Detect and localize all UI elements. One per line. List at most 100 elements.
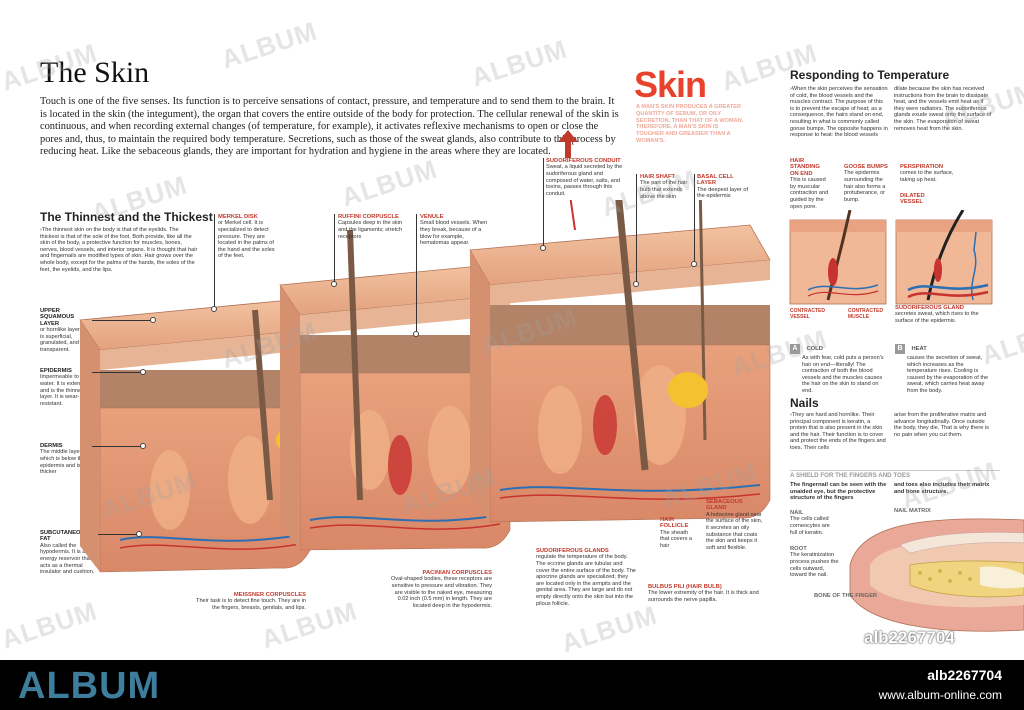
- nail-diagram: [849, 518, 1024, 632]
- temperature-title: Responding to Temperature: [790, 68, 950, 82]
- watermark: ALBUM: [467, 33, 571, 93]
- layer-label: DERMIS: [40, 443, 63, 449]
- marker-dot: [691, 261, 697, 267]
- label-text: The part of the hair bulb that extends a…: [640, 180, 688, 200]
- label-text: The sheath that covers a hair: [660, 529, 693, 549]
- marker-dot: [633, 281, 639, 287]
- panel-letter-b: B: [895, 344, 905, 354]
- label-hair-follicle: HAIR FOLLICLE The sheath that covers a h…: [660, 517, 698, 550]
- label-sudoriferous-gland-small: SUDORIFEROUS GLAND secretes sweat, which…: [895, 305, 991, 325]
- label-text: Capsules deep in the skin and the ligame…: [338, 220, 403, 240]
- label-title: HAIR SHAFT: [640, 174, 676, 180]
- skin-cross-section-illustration: [79, 200, 771, 573]
- label-text: A holocrine gland near the surface of th…: [706, 511, 763, 551]
- label-pacinian: PACINIAN CORPUSCLES Oval-shaped bodies, …: [384, 570, 492, 609]
- intro-paragraph: Touch is one of the five senses. Its fun…: [40, 96, 619, 158]
- footer-brand-logo[interactable]: ALBUM: [18, 665, 161, 707]
- shield-col2: and toes also includes their matrix and …: [894, 482, 990, 495]
- shield-title: A SHIELD FOR THE FINGERS AND TOES: [790, 472, 911, 479]
- label-title: SEBACEOUS GLAND: [706, 499, 743, 512]
- leader-line: [636, 174, 637, 284]
- label-text: Small blood vessels. When they break, be…: [420, 220, 488, 247]
- infographic-page: The Skin Touch is one of the five senses…: [0, 15, 1024, 655]
- leader-line: [543, 158, 544, 248]
- label-sebaceous: SEBACEOUS GLAND A holocrine gland near t…: [706, 499, 764, 551]
- marker-dot: [136, 531, 142, 537]
- heat-diagram: [895, 210, 993, 305]
- marker-dot: [331, 281, 337, 287]
- label-title: MERKEL DISK: [218, 214, 258, 220]
- leader-line: [92, 320, 152, 321]
- shield-col1: The fingernail can be seen with the unai…: [790, 482, 887, 502]
- label-text: Their task is to detect fine touch. They…: [196, 598, 306, 611]
- heat-label: HEAT: [911, 346, 927, 352]
- label-text: regulate the temperature of the body. Th…: [536, 554, 636, 607]
- label-title: DILATED VESSEL: [900, 193, 925, 206]
- label-title: PACINIAN CORPUSCLES: [422, 570, 492, 576]
- nails-col2: arise from the proliferative matrix and …: [894, 412, 989, 438]
- marker-dot: [211, 306, 217, 312]
- label-title: SUDORIFEROUS CONDUIT: [546, 158, 621, 164]
- label-ruffini: RUFFINI CORPUSCLE Capsules deep in the s…: [338, 214, 404, 240]
- marker-dot: [140, 443, 146, 449]
- label-contracted-vessel: CONTRACTED VESSEL: [790, 308, 825, 321]
- label-title: SUDORIFEROUS GLAND: [895, 305, 964, 311]
- label-text: The epidermis surrounding the hair also …: [844, 170, 886, 203]
- label-title: SUDORIFEROUS GLANDS: [536, 548, 609, 554]
- watermark: ALBUM: [217, 15, 321, 75]
- nails-col1: ›They are hard and hornlike. Their princ…: [790, 412, 886, 451]
- label-hair-shaft: HAIR SHAFT The part of the hair bulb tha…: [640, 174, 688, 200]
- label-bulbus: BULBUS PILI (HAIR BULB) The lower extrem…: [648, 584, 766, 604]
- layer-text: or hornlike layer. It is superficial, gr…: [40, 327, 86, 353]
- temperature-diagrams: [789, 210, 993, 305]
- label-title: PERSPIRATION: [900, 164, 944, 170]
- heat-panel: B HEAT causes the secretion of sweat, wh…: [895, 337, 995, 395]
- label-text: or Merkel cell. It is specialized to det…: [218, 220, 275, 260]
- thin-thick-text: ›The thinnest skin on the body is that o…: [40, 227, 198, 273]
- label-title: ROOT: [790, 546, 807, 552]
- leader-line: [98, 534, 138, 535]
- sweat-arrow-icon: [558, 130, 578, 158]
- label-title: BULBUS PILI (HAIR BULB): [648, 584, 722, 590]
- label-title: HAIR STANDING ON END: [790, 158, 820, 177]
- label-title: HAIR FOLLICLE: [660, 517, 689, 530]
- label-goose-bumps: GOOSE BUMPS The epidermis surrounding th…: [844, 164, 888, 203]
- label-sudoriferous-glands: SUDORIFEROUS GLANDS regulate the tempera…: [536, 548, 636, 607]
- nails-title: Nails: [790, 396, 819, 410]
- label-basal-cell: BASAL CELL LAYER The deepest layer of th…: [697, 174, 749, 200]
- temperature-col1: ›When the skin perceives the sensation o…: [790, 86, 888, 139]
- leader-line: [92, 446, 142, 447]
- label-text: Oval-shaped bodies, these receptors are …: [390, 576, 492, 609]
- label-contracted-muscle: CONTRACTED MUSCLE: [848, 308, 883, 321]
- cold-diagram: [789, 210, 887, 305]
- label-text: The cells called corneocytes are full of…: [790, 516, 830, 536]
- label-nail: NAIL The cells called corneocytes are fu…: [790, 510, 838, 536]
- cold-label: COLD: [806, 346, 823, 352]
- footer-url-link[interactable]: www.album-online.com: [878, 688, 1002, 702]
- skin-heading: Skin: [634, 64, 707, 105]
- label-venule: VENULE Small blood vessels. When they br…: [420, 214, 492, 247]
- leader-line: [214, 214, 215, 310]
- label-title: GOOSE BUMPS: [844, 164, 888, 170]
- cold-text: As with fear, cold puts a person's hair …: [802, 355, 884, 394]
- label-title: VENULE: [420, 214, 444, 220]
- label-title: NAIL: [790, 510, 804, 516]
- leader-line: [334, 214, 335, 284]
- heat-text: causes the secretion of sweat, which inc…: [907, 355, 989, 394]
- layer-dermis: DERMIS The middle layer, which is below …: [40, 443, 90, 476]
- leader-line: [694, 174, 695, 264]
- label-title: BASAL CELL LAYER: [697, 174, 734, 187]
- temperature-col2: dilate because the skin has received ins…: [894, 86, 992, 132]
- layer-label: SUBCUTANEOUS FAT: [40, 530, 89, 543]
- label-perspiration: PERSPIRATION comes to the surface, takin…: [900, 164, 956, 184]
- layer-text: The middle layer, which is below the epi…: [40, 449, 86, 476]
- marker-dot: [140, 369, 146, 375]
- layer-label: UPPER SQUAMOUS LAYER: [40, 308, 75, 327]
- label-text: The deepest layer of the epidermis: [697, 186, 748, 200]
- layer-text: Also called the hypodermis. It is an ene…: [40, 542, 95, 576]
- label-merkel: MERKEL DISK or Merkel cell. It is specia…: [218, 214, 276, 260]
- marker-dot: [413, 331, 419, 337]
- label-title: RUFFINI CORPUSCLE: [338, 214, 399, 220]
- panel-letter-a: A: [790, 344, 800, 354]
- leader-line: [92, 372, 142, 373]
